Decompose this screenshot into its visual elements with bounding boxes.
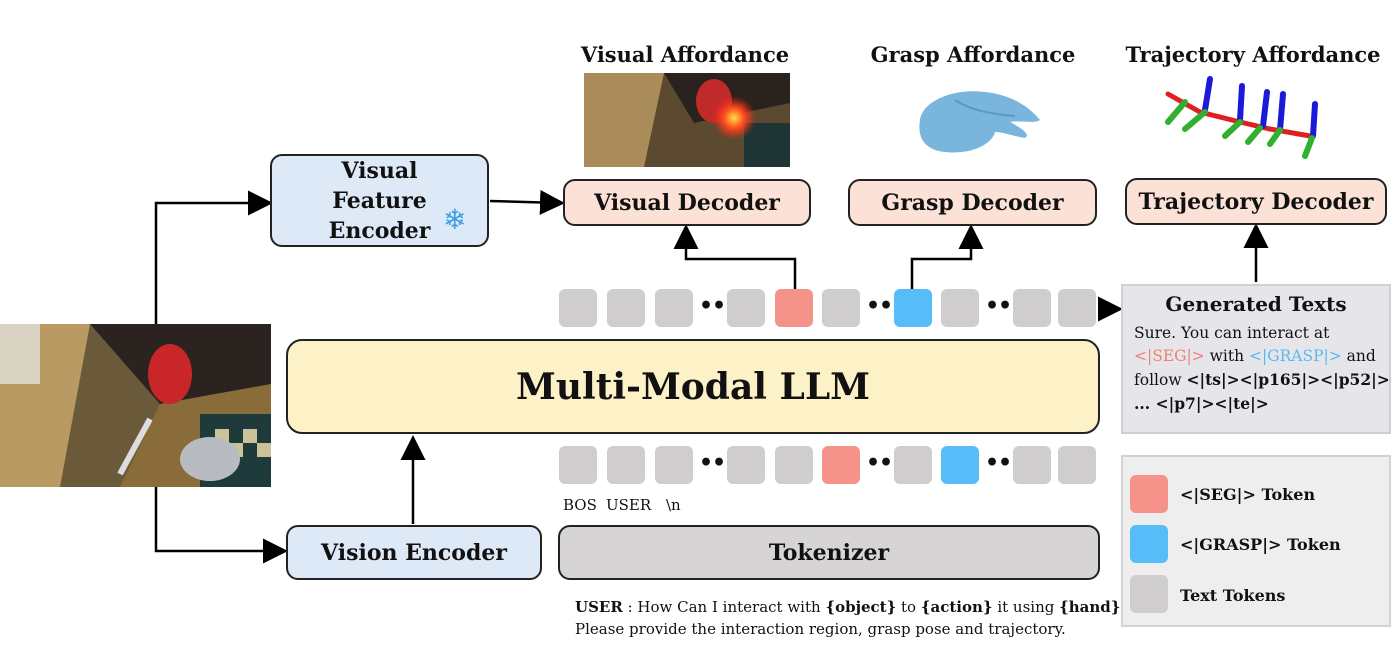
generated-line-2: <|SEG|> with <|GRASP|> and [1134,345,1386,368]
arrow-image-to-feature-encoder [154,190,273,325]
user-label: USER [606,496,652,514]
output-token [607,289,645,327]
output-token [1058,289,1096,327]
output-token [941,289,979,327]
legend-panel: <|SEG|> Token <|GRASP|> Token Text Token… [1121,455,1391,627]
grasp-decoder-label: Grasp Decoder [881,189,1064,216]
legend-text-swatch [1130,575,1168,613]
trajectory-affordance-title: Trajectory Affordance [1125,42,1381,67]
output-token [727,289,765,327]
user-prompt-line1: USER : How Can I interact with {object} … [575,596,1128,618]
output-seg-token [775,289,813,327]
grasp-hand-image [919,91,1040,153]
generated-texts-body: Sure. You can interact at <|SEG|> with <… [1134,322,1390,415]
generated-follow: follow [1134,371,1187,389]
newline-label: \n [666,496,681,514]
input-token [727,446,765,484]
output-grasp-token [894,289,932,327]
output-token [1013,289,1051,327]
user-prompt: USER : How Can I interact with {object} … [575,596,1128,640]
multi-modal-llm-box: Multi-Modal LLM [286,339,1100,434]
visual-decoder-box: Visual Decoder [563,179,811,226]
arrow-grasp-to-grasp-decoder [910,224,984,289]
generated-grasp-token: <|GRASP|> [1249,347,1342,365]
tokenizer-box: Tokenizer [558,525,1100,580]
input-token [894,446,932,484]
generated-line-1: Sure. You can interact at [1134,324,1330,342]
input-token [775,446,813,484]
arrow-image-to-vision-encoder [154,487,288,564]
multi-modal-llm-label: Multi-Modal LLM [516,365,870,408]
visual-feature-encoder-box: Visual Feature Encoder [270,154,489,247]
output-token [655,289,693,327]
legend-text-label: Text Tokens [1180,586,1286,605]
tokenizer-label: Tokenizer [768,539,890,566]
arrow-seg-to-visual-decoder [673,224,797,289]
trajectory-image [1165,76,1318,159]
generated-texts-panel: Generated Texts Sure. You can interact a… [1121,284,1391,434]
trajectory-decoder-box: Trajectory Decoder [1125,178,1387,225]
prompt-user-label: USER [575,598,623,616]
visual-affordance-title: Visual Affordance [580,42,790,67]
generated-line-4: ... <|p7|><|te|> [1134,394,1269,413]
grasp-decoder-box: Grasp Decoder [848,179,1097,226]
input-token [559,446,597,484]
prompt-text-3: it using [992,598,1060,616]
user-prompt-line2: Please provide the interaction region, g… [575,620,1066,638]
input-seg-token [822,446,860,484]
snowflake-icon: ❄ [443,203,467,236]
generated-trajectory-tokens: <|ts|><|p165|><|p52|> [1186,370,1390,389]
visual-feature-encoder-label: Visual Feature Encoder [328,157,431,244]
input-token [607,446,645,484]
bos-label: BOS [563,496,597,514]
prompt-action: {action} [920,598,993,616]
prompt-text-2: to [896,598,921,616]
vision-encoder-label: Vision Encoder [321,539,507,566]
input-token [1058,446,1096,484]
output-token [822,289,860,327]
input-grasp-token [941,446,979,484]
prompt-text-1: : How Can I interact with [622,598,826,616]
legend-grasp-label: <|GRASP|> Token [1180,535,1341,554]
output-token [559,289,597,327]
input-image [0,324,271,487]
generated-seg-token: <|SEG|> [1134,347,1205,365]
generated-line-3: follow <|ts|><|p165|><|p52|> [1134,368,1390,392]
legend-seg-label: <|SEG|> Token [1180,485,1316,504]
legend-grasp-swatch [1130,525,1168,563]
arrow-feature-encoder-to-visual-decoder [489,189,565,215]
input-token [655,446,693,484]
prompt-hand: {hand} [1059,598,1121,616]
grasp-affordance-title: Grasp Affordance [870,42,1076,67]
trajectory-decoder-label: Trajectory Decoder [1138,188,1374,215]
prompt-object: {object} [825,598,897,616]
visual-decoder-label: Visual Decoder [594,189,780,216]
input-token [1013,446,1051,484]
generated-and: and [1341,347,1376,365]
generated-texts-title: Generated Texts [1165,292,1347,316]
visual-affordance-image [584,73,790,167]
legend-seg-swatch [1130,475,1168,513]
vision-encoder-box: Vision Encoder [286,525,542,580]
generated-with: with [1204,347,1250,365]
